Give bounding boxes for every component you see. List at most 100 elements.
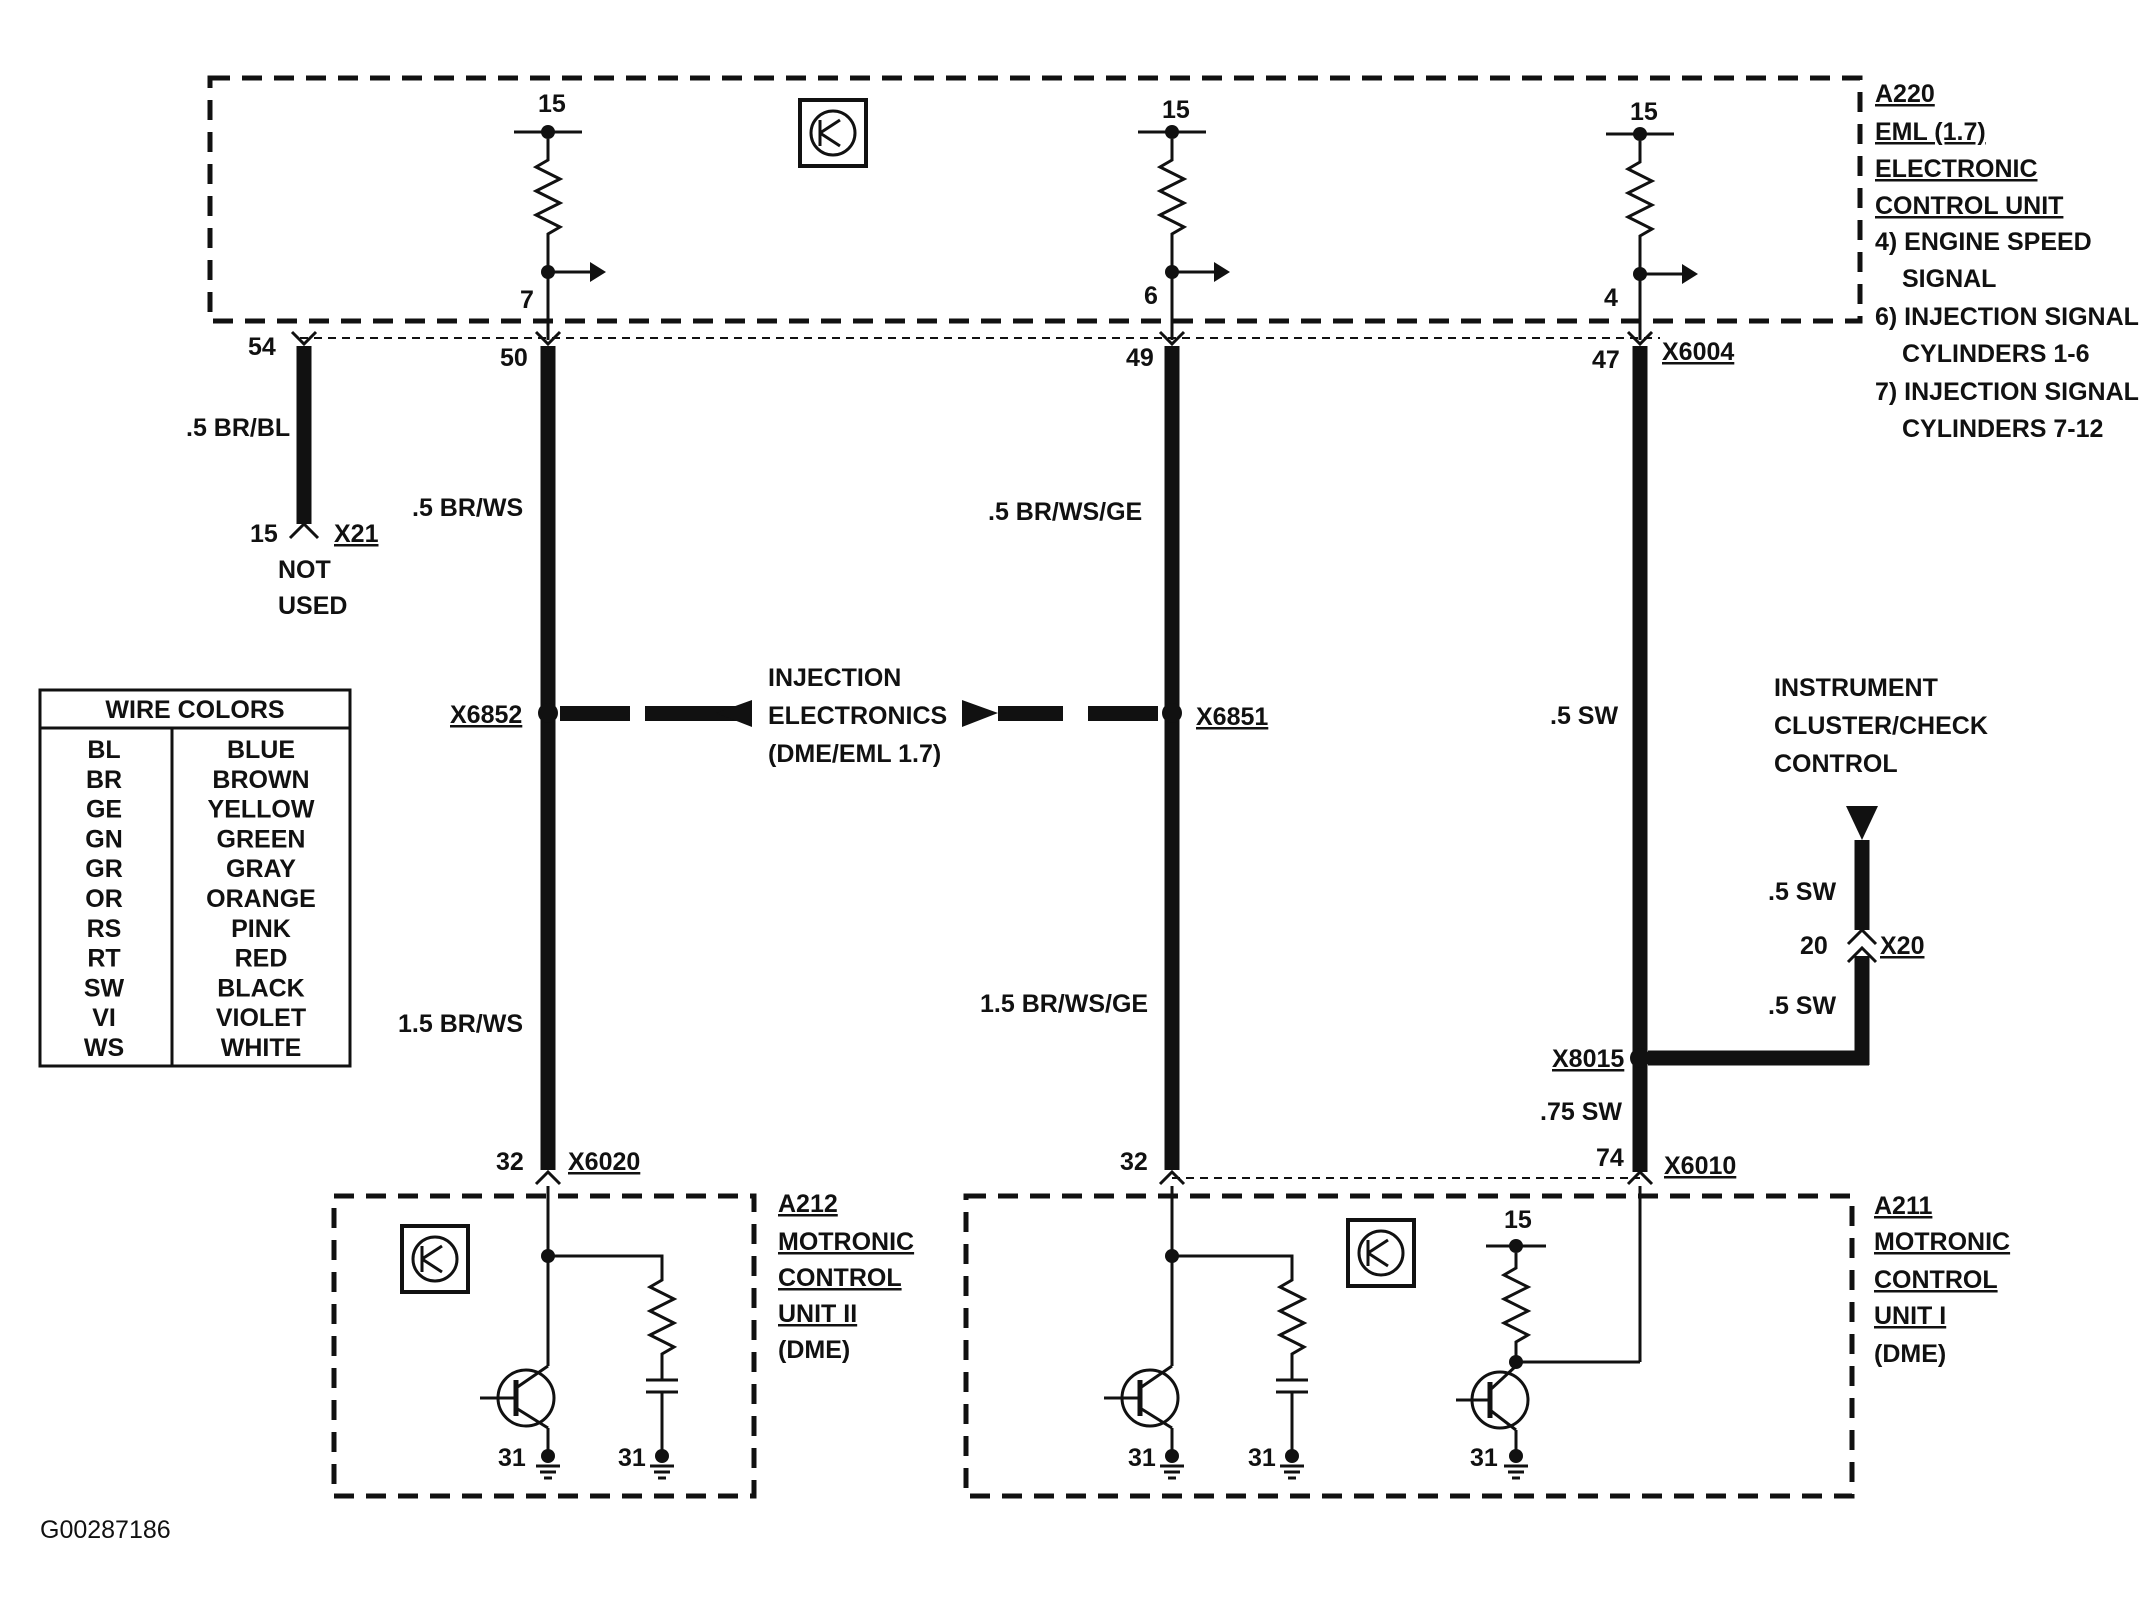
legend-code: VI	[92, 1004, 116, 1032]
motronic1-sub: (DME)	[1874, 1340, 1946, 1368]
eml-output-pin: 6	[1144, 282, 1158, 310]
connector-pin: 54	[248, 333, 276, 361]
motronic2-title-line: CONTROL	[778, 1264, 902, 1292]
motronic1-module-box	[963, 1193, 1855, 1499]
cluster-label: CLUSTER/CHECK	[1774, 712, 1988, 740]
connector-bottom-row: 32 X6020 32 74 X6010	[496, 1144, 1736, 1186]
legend-code: SW	[84, 974, 125, 1002]
ground-icon	[650, 1464, 674, 1480]
injection-label: (DME/EML 1.7)	[768, 740, 941, 768]
motronic-unit-2: 31 31 A212 MOTRONIC CONTROL UNIT II (DME…	[331, 1186, 914, 1499]
motronic1-title-line: A211	[1874, 1192, 1932, 1220]
legend-color-name: RED	[235, 945, 288, 973]
eml-note: SIGNAL	[1902, 265, 1996, 293]
motronic2-title-line: MOTRONIC	[778, 1228, 914, 1256]
wire-50: .5 BR/WS X6852 1.5 BR/WS	[398, 346, 558, 1170]
connector-pin: 49	[1126, 344, 1154, 372]
motronic2-title-line: A212	[778, 1190, 838, 1218]
eml-note: CYLINDERS 1-6	[1902, 340, 2090, 368]
connector-label: X21	[334, 520, 379, 548]
wire-54: .5 BR/BL 15 X21 NOT USED	[186, 346, 379, 620]
wire-label: .5 BR/BL	[186, 414, 290, 442]
eml-circuit-4: 15 4	[1604, 98, 1698, 340]
connector-label: X6004	[1662, 338, 1734, 366]
motronic-unit-1: 31 31 15 31 A211 MOTRONIC CONTROL UNIT I…	[963, 1186, 2010, 1499]
legend-color-name: ORANGE	[206, 885, 316, 913]
eml-output-pin: 7	[520, 286, 534, 314]
transistor-symbol-icon	[400, 1224, 470, 1294]
legend-color-name: GRAY	[226, 855, 296, 883]
eml-output-pin: 4	[1604, 284, 1618, 312]
resistor-icon	[548, 1254, 678, 1380]
connector-pin: 15	[250, 520, 278, 548]
eml-title-line: EML (1.7)	[1875, 118, 1986, 146]
legend-code: BR	[86, 766, 122, 794]
legend-color-name: BLACK	[217, 974, 305, 1002]
eml-module-box	[207, 75, 1863, 324]
motronic1-title-line: MOTRONIC	[1874, 1228, 2010, 1256]
wire-label: 1.5 BR/WS/GE	[980, 990, 1148, 1018]
ground-pin: 31	[1470, 1444, 1498, 1472]
motronic2-sub: (DME)	[778, 1336, 850, 1364]
wire-label: .5 BR/WS/GE	[988, 498, 1142, 526]
legend-color-name: VIOLET	[216, 1004, 306, 1032]
figure-id: G00287186	[40, 1516, 171, 1544]
eml-supply-pin: 15	[1162, 96, 1190, 124]
connector-pin: 74	[1596, 1144, 1624, 1172]
transistor	[1104, 1364, 1180, 1456]
eml-note: 6) INJECTION SIGNAL	[1875, 303, 2139, 331]
cluster-label: INSTRUMENT	[1774, 674, 1938, 702]
connector-pin: 32	[1120, 1148, 1148, 1176]
motronic1-title-line: UNIT I	[1874, 1302, 1946, 1330]
legend-color-name: WHITE	[221, 1034, 302, 1062]
ground-icon	[1504, 1464, 1528, 1480]
injection-label: ELECTRONICS	[768, 702, 947, 730]
connector-label: X6010	[1664, 1152, 1736, 1180]
eml-title-line: ELECTRONIC	[1875, 155, 2038, 183]
eml-note: 7) INJECTION SIGNAL	[1875, 378, 2139, 406]
resistor-icon	[1172, 1254, 1308, 1380]
ground-icon	[1160, 1464, 1184, 1480]
motronic2-title-line: UNIT II	[778, 1300, 857, 1328]
legend-code: GE	[86, 796, 122, 824]
motronic2-module-box	[331, 1193, 757, 1499]
transistor-symbol-icon	[1346, 1218, 1416, 1288]
legend-color-name: GREEN	[217, 825, 306, 853]
wire-label: 1.5 BR/WS	[398, 1010, 523, 1038]
connector-label: X6852	[450, 701, 522, 729]
legend-title: WIRE COLORS	[105, 696, 284, 724]
eml-title-line: A220	[1875, 80, 1935, 108]
injection-label: INJECTION	[768, 664, 901, 692]
ground-icon	[536, 1464, 560, 1480]
eml-note: 4) ENGINE SPEED	[1875, 228, 2092, 256]
wire-label: .5 SW	[1768, 878, 1836, 906]
eml-title-line: CONTROL UNIT	[1875, 192, 2063, 220]
eml-supply-pin: 15	[538, 90, 566, 118]
not-used-label: USED	[278, 592, 347, 620]
cluster-label: CONTROL	[1774, 750, 1898, 778]
ground-pin: 31	[1128, 1444, 1156, 1472]
wire-label: .5 BR/WS	[412, 494, 523, 522]
transistor	[1456, 1364, 1530, 1456]
transistor-symbol-icon	[798, 98, 868, 168]
connector-label: X6020	[568, 1148, 640, 1176]
supply-pin: 15	[1504, 1206, 1532, 1234]
connector-x6004-row: 54 50 49 47 X6004	[248, 330, 1734, 374]
connector-label: X20	[1880, 932, 1924, 960]
connector-pin: 50	[500, 344, 528, 372]
legend-color-name: BROWN	[212, 766, 309, 794]
ground-pin: 31	[1248, 1444, 1276, 1472]
ground-pin: 31	[498, 1444, 526, 1472]
injection-electronics-bus: INJECTION ELECTRONICS (DME/EML 1.7)	[560, 664, 1158, 768]
connector-pin: 47	[1592, 346, 1620, 374]
legend-code: RT	[87, 945, 120, 973]
legend-code: OR	[85, 885, 123, 913]
connector-pin: 32	[496, 1148, 524, 1176]
eml-control-unit: 15 7 15 6 15 4 A220 EML (1.7) ELECTRONIC	[207, 75, 2139, 443]
legend-color-name: BLUE	[227, 736, 295, 764]
instrument-cluster-branch: INSTRUMENT CLUSTER/CHECK CONTROL .5 SW 2…	[1648, 674, 1988, 1066]
connector-label: X8015	[1552, 1045, 1624, 1073]
legend-code: GN	[85, 825, 123, 853]
